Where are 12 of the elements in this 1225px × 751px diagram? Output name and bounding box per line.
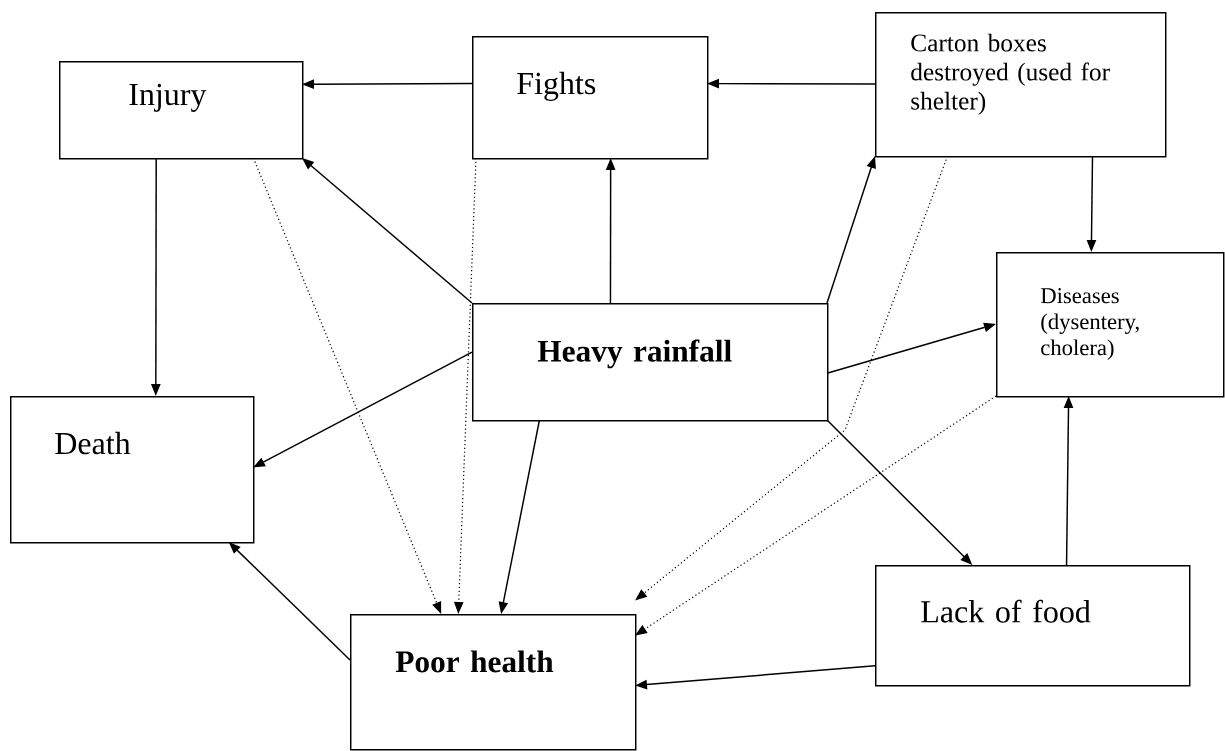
- arrow: [302, 158, 473, 304]
- box: Poor health: [350, 614, 637, 751]
- box: Fights: [472, 36, 709, 160]
- box: Carton boxes destroyed (used for shelter): [875, 12, 1167, 158]
- box: Heavy rainfall: [472, 303, 829, 422]
- box: Diseases (dysentery, cholera): [996, 252, 1225, 398]
- box: Lack of food: [875, 565, 1191, 687]
- box: Injury: [59, 61, 304, 160]
- arrow: [252, 157, 442, 614]
- box: Death: [10, 396, 255, 544]
- arrow: [635, 395, 997, 636]
- arrow: [635, 155, 949, 601]
